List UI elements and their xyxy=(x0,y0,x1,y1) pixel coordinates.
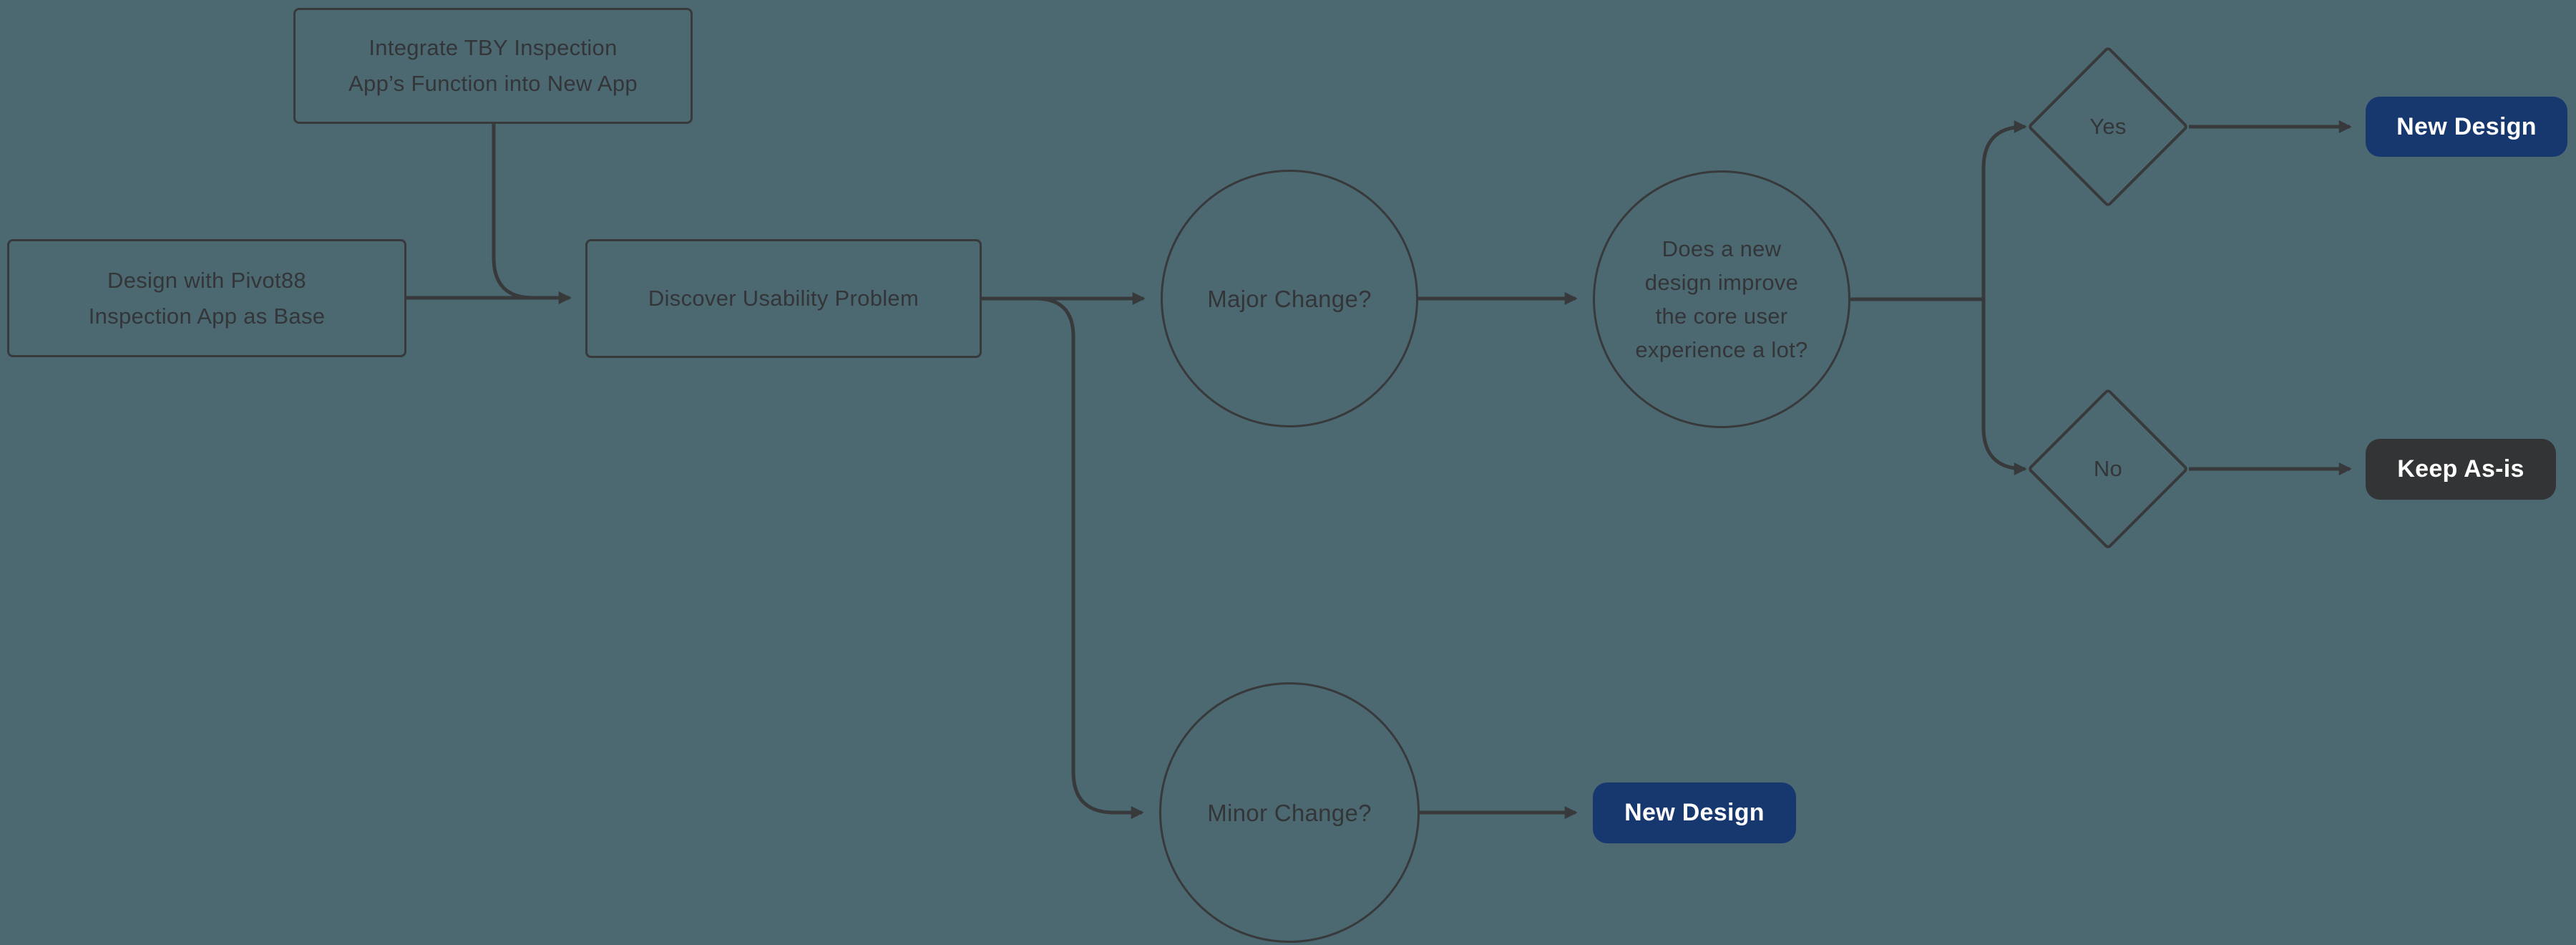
minor-change-label: Minor Change? xyxy=(1207,799,1372,826)
new-design-bottom-button: New Design xyxy=(1593,782,1796,843)
major-change-circle: Major Change? xyxy=(1161,170,1418,427)
integrate-tby-box: Integrate TBY Inspection App’s Function … xyxy=(293,8,693,124)
does-new-design-circle: Does a new design improve the core user … xyxy=(1593,170,1850,428)
does-new-design-line2: design improve xyxy=(1644,270,1799,295)
design-with-pivot88-box-line2: Inspection App as Base xyxy=(88,303,326,329)
integrate-tby-box-line1: Integrate TBY Inspection xyxy=(369,35,618,60)
integrate-tby-box-line2: App’s Function into New App xyxy=(348,71,638,96)
connector-junction-to-yes xyxy=(1981,120,2027,299)
does-new-design-line4: experience a lot? xyxy=(1635,337,1808,362)
minor-change-circle: Minor Change? xyxy=(1159,682,1420,943)
discover-usability-problem-box: Discover Usability Problem xyxy=(585,239,982,358)
design-with-pivot88-box: Design with Pivot88 Inspection App as Ba… xyxy=(7,239,406,357)
no-diamond-label: No xyxy=(2093,456,2123,481)
does-new-design-line1: Does a new xyxy=(1662,236,1782,261)
connector-junction-to-no xyxy=(1981,299,2027,475)
discover-usability-problem-label: Discover Usability Problem xyxy=(648,286,919,311)
design-with-pivot88-box-line1: Design with Pivot88 xyxy=(107,267,306,293)
yes-diamond-label: Yes xyxy=(2089,114,2127,139)
new-design-top-button: New Design xyxy=(2366,97,2567,157)
does-new-design-line3: the core user xyxy=(1655,304,1788,329)
keep-as-is-button: Keep As-is xyxy=(2366,439,2556,500)
connector-integrate-down xyxy=(492,123,534,300)
connector-discover-to-minor xyxy=(1035,296,1144,819)
major-change-label: Major Change? xyxy=(1207,285,1372,312)
